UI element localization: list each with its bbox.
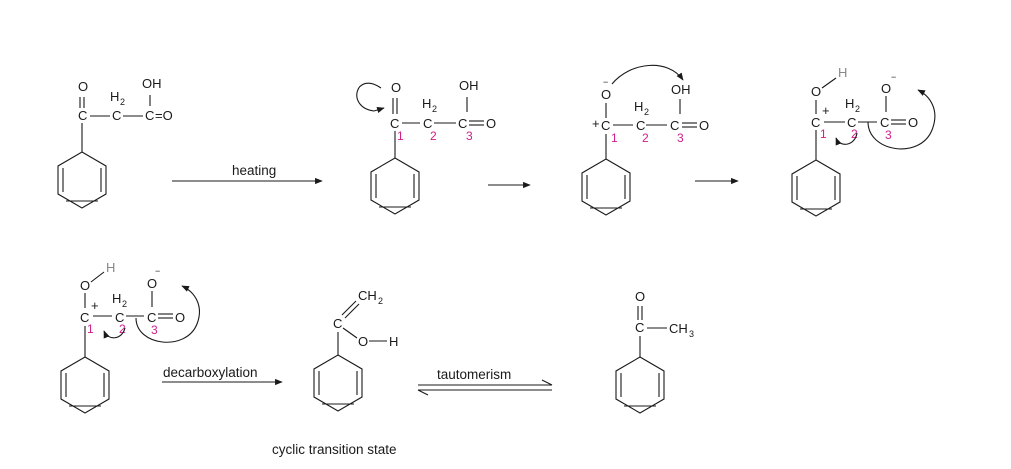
carbon-number-1: 1	[611, 131, 618, 145]
carbon-number-1: 1	[820, 127, 827, 141]
plus-charge: +	[91, 298, 99, 313]
benzene-ring	[370, 157, 420, 215]
minus-charge: −	[155, 266, 160, 276]
curved-arrow-bond-shift	[103, 327, 126, 339]
atom-c2: C	[115, 310, 124, 325]
atom-c2: C	[847, 115, 856, 130]
decarboxylation-label: decarboxylation	[163, 365, 258, 380]
atom-o-ketone: O	[391, 80, 401, 95]
atom-o-enol: O	[358, 334, 368, 349]
atom-o-carbonyl: O	[486, 116, 496, 131]
tautomerism-equilibrium-arrows	[417, 379, 553, 396]
carbon-number-3: 3	[466, 129, 473, 143]
benzene-ring	[791, 159, 841, 217]
atom-h2: H	[110, 89, 119, 104]
curved-arrow-pi-bond	[356, 82, 385, 113]
atom-ch2-sub: 2	[378, 296, 383, 306]
atom-ch2: CH	[358, 288, 377, 303]
carbon-number-3: 3	[885, 128, 892, 142]
atom-o: O	[811, 84, 821, 99]
structure-4-zwitterion: C + O H 1 C H 2 2 C O − 3 O	[791, 65, 936, 217]
structure-5-zwitterion: C + O H 1 C H 2 2 C O − 3 O	[60, 260, 200, 414]
atom-c3: C	[145, 108, 154, 123]
curved-arrow-proton-transfer	[611, 64, 684, 85]
plus-charge: +	[822, 103, 830, 118]
atom-c3: C	[670, 118, 679, 133]
atom-h2: H	[845, 96, 854, 111]
curved-arrow-decarboxylation	[135, 285, 200, 343]
structure-6-enol: C CH 2 O H	[313, 288, 398, 412]
atom-oh: OH	[142, 76, 162, 91]
atom-o-minus: O	[881, 81, 891, 96]
atom-h2-sub: 2	[432, 104, 437, 114]
atom-o-carbonyl: O	[175, 310, 185, 325]
benzene-ring	[60, 356, 110, 414]
carbon-number-3: 3	[677, 131, 684, 145]
atom-c-carbonyl: C	[635, 320, 644, 335]
atom-h2-sub: 2	[644, 107, 649, 117]
carbon-number-2: 2	[430, 129, 437, 143]
carbon-number-2: 2	[642, 131, 649, 145]
atom-h2: H	[634, 99, 643, 114]
atom-c1: C	[80, 310, 89, 325]
carbon-number-2: 2	[851, 127, 858, 141]
atom-h: H	[838, 65, 847, 80]
atom-h-enol: H	[389, 334, 398, 349]
atom-o: O	[80, 278, 90, 293]
atom-h2: H	[422, 96, 431, 111]
atom-c3: C	[880, 115, 889, 130]
atom-o-minus: O	[147, 276, 157, 291]
carbon-number-3: 3	[151, 323, 158, 337]
atom-h2-sub: 2	[120, 97, 125, 107]
atom-ch3-sub: 3	[689, 329, 694, 339]
cyclic-transition-state-label: cyclic transition state	[272, 442, 397, 457]
heating-label: heating	[232, 163, 276, 178]
atom-h2-sub: 2	[855, 104, 860, 114]
atom-c1: C	[390, 116, 399, 131]
structure-benzoylacetic-acid: C O C H 2 C OH =O	[57, 76, 173, 209]
atom-o-minus: O	[601, 87, 611, 102]
curved-arrow-decarboxylation	[867, 89, 936, 150]
curved-arrow-bond-shift	[835, 132, 858, 146]
benzene-ring	[615, 356, 665, 414]
tautomerism-label: tautomerism	[437, 367, 511, 382]
structure-7-acetophenone: C O CH 3	[615, 289, 694, 414]
structure-2-numbered: C O 1 C H 2 2 C OH 3 O	[356, 78, 496, 215]
atom-oh: OH	[671, 82, 691, 97]
structure-3-enolate: C + O − 1 C H 2 2 C OH 3 O	[581, 64, 709, 216]
benzene-ring	[57, 151, 107, 209]
atom-h2: H	[112, 291, 121, 306]
atom-c1: C	[601, 118, 610, 133]
atom-c-enol: C	[333, 316, 342, 331]
atom-h2-sub: 2	[122, 299, 127, 309]
atom-c3: C	[458, 116, 467, 131]
carbon-number-2: 2	[119, 322, 126, 336]
atom-o-carbonyl: O	[699, 118, 709, 133]
atom-ch3: CH	[669, 321, 688, 336]
plus-charge: +	[592, 116, 600, 131]
carbon-number-1: 1	[397, 129, 404, 143]
benzene-ring	[581, 158, 631, 216]
atom-c2: C	[423, 116, 432, 131]
atom-c1: C	[811, 115, 820, 130]
atom-o-carbonyl: O	[908, 115, 918, 130]
atom-oh: OH	[459, 78, 479, 93]
atom-c1: C	[78, 108, 87, 123]
minus-charge: −	[603, 77, 608, 87]
benzene-ring	[313, 354, 363, 412]
carbon-number-1: 1	[87, 322, 94, 336]
atom-c3: C	[147, 310, 156, 325]
atom-c2: C	[636, 118, 645, 133]
atom-eq-o: =O	[155, 108, 173, 123]
minus-charge: −	[891, 72, 896, 82]
atom-o-ketone: O	[635, 289, 645, 304]
atom-o-ketone: O	[78, 79, 88, 94]
atom-h: H	[106, 260, 115, 275]
atom-c2: C	[112, 108, 121, 123]
